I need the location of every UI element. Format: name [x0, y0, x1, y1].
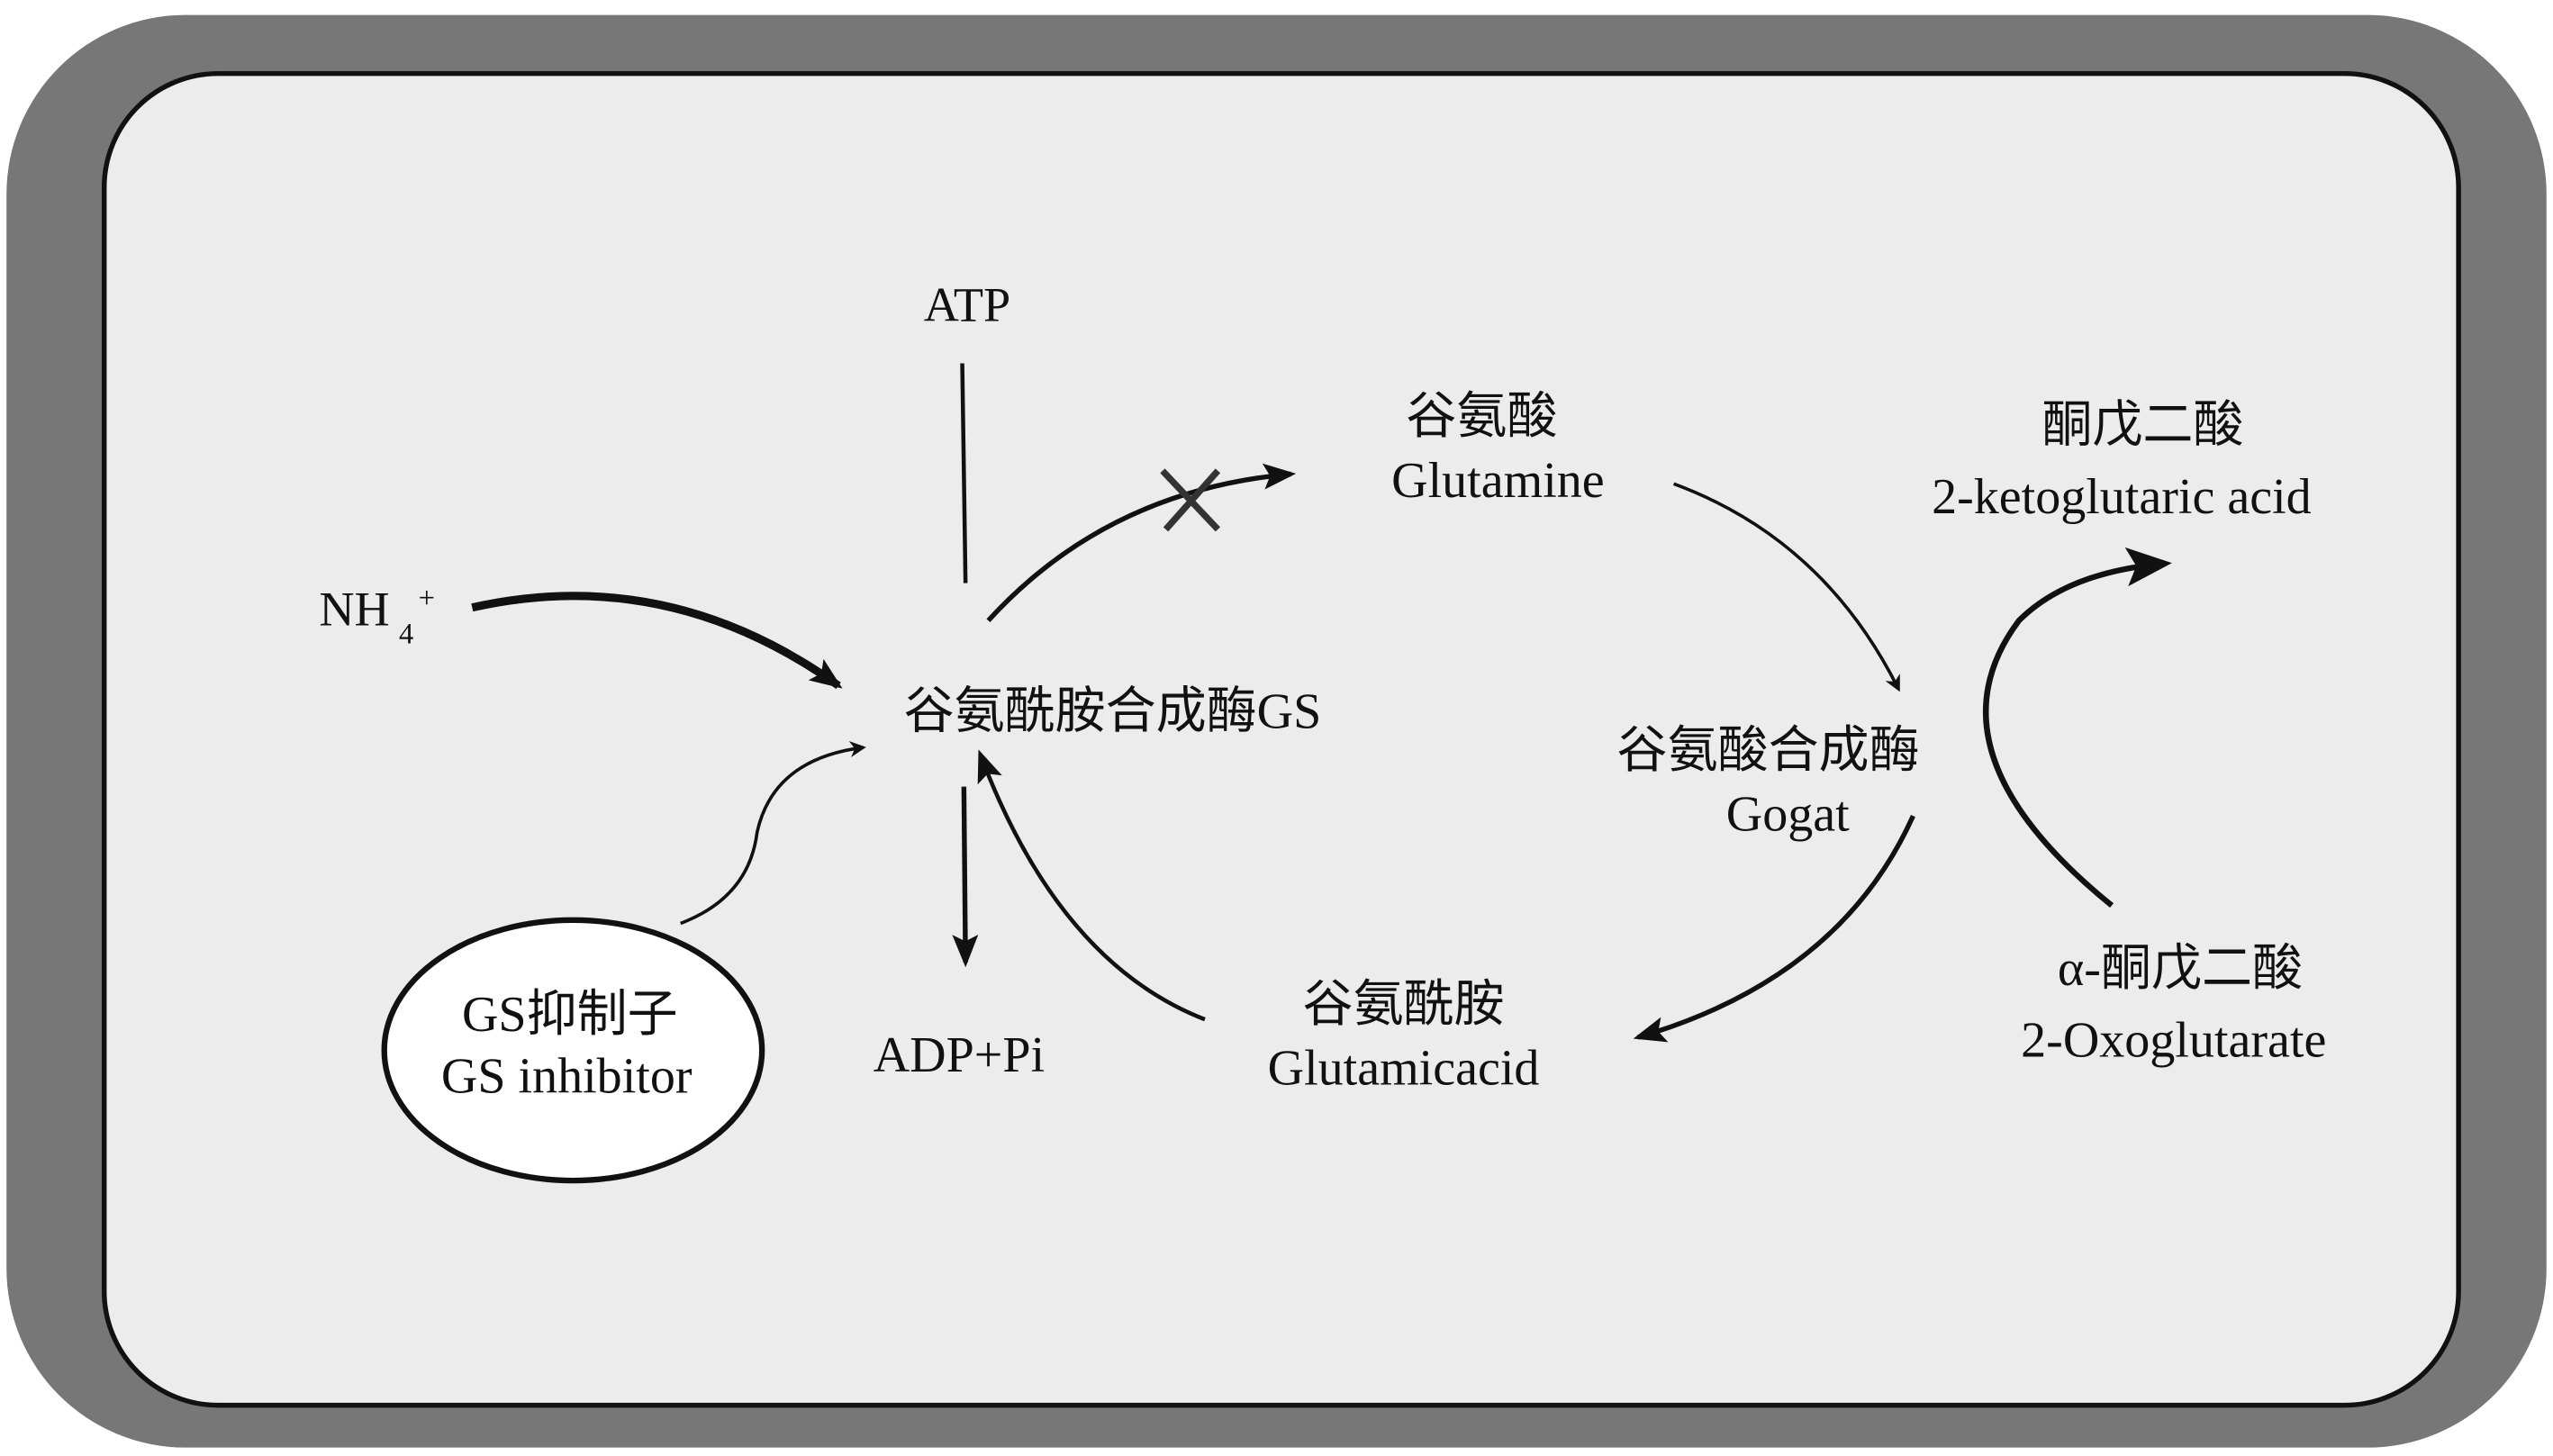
- gs-to-adp-arrow: [952, 786, 979, 968]
- adp-pi-label: ADP+Pi: [874, 1027, 1045, 1083]
- atp-label: ATP: [924, 277, 1010, 331]
- oxoglutarate-cn-label: α-酮戊二酸: [2058, 941, 2303, 997]
- gs-to-glutamine-arrow: [986, 463, 1297, 622]
- inhibitor-to-gs-arrow: [680, 741, 866, 926]
- gs-enzyme-label: 谷氨酰胺合成酶GS: [903, 683, 1321, 739]
- nh4-label: NH: [319, 583, 389, 637]
- gs-inhibitor-en-label: GS inhibitor: [441, 1049, 693, 1105]
- ketoglutaric-en-label: 2-ketoglutaric acid: [1932, 469, 2312, 525]
- oxo-to-keto-arrow: [1983, 547, 2172, 909]
- ketoglutaric-cn-label: 酮戊二酸: [2041, 397, 2243, 453]
- gs-inhibitor-cn-label: GS抑制子: [462, 987, 678, 1043]
- gogat-en-label: Gogat: [1726, 786, 1850, 842]
- atp-line: [960, 363, 968, 583]
- glutamicacid-to-gs-arrow: [977, 749, 1206, 1022]
- glutamine-en-label: Glutamine: [1391, 453, 1605, 509]
- nh4-superscript: +: [419, 583, 435, 615]
- gogat-to-glutamicacid-arrow: [1633, 815, 1915, 1043]
- gogat-cn-label: 谷氨酸合成酶: [1616, 723, 1919, 779]
- gs-inhibitor-ellipse: [381, 917, 765, 1184]
- oxoglutarate-en-label: 2-Oxoglutarate: [2021, 1013, 2326, 1069]
- glutamicacid-en-label: Glutamicacid: [1268, 1040, 1540, 1096]
- nh4-arrow: [471, 592, 843, 690]
- blocked-x-icon: [1160, 468, 1221, 532]
- nh4-subscript: 4: [399, 618, 413, 650]
- glutamine-to-gogat-arrow: [1673, 482, 1900, 692]
- glutamine-cn-label: 谷氨酸: [1406, 389, 1557, 445]
- glutamicacid-cn-label: 谷氨酰胺: [1302, 977, 1504, 1033]
